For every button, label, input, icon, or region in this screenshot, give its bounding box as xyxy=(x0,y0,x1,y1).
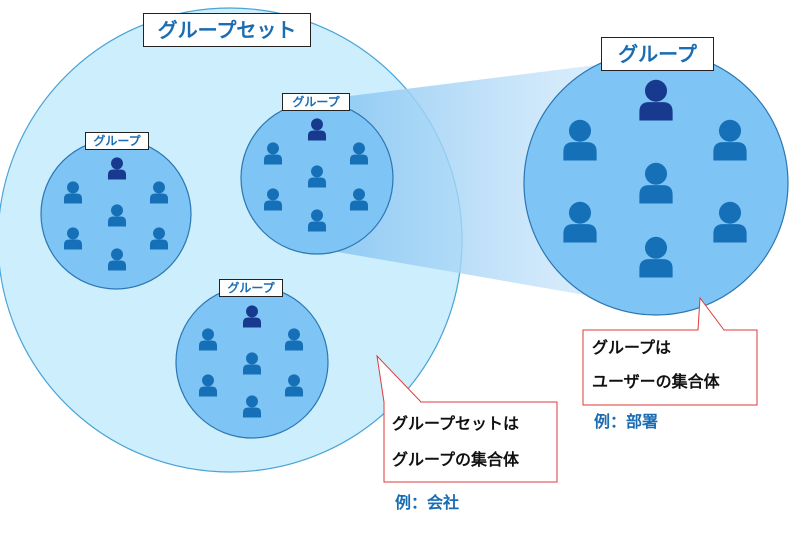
group-zoom-label: グループ xyxy=(601,37,714,71)
groupset-label: グループセット xyxy=(143,13,311,47)
callout-groupset-line2: グループの集合体 xyxy=(392,450,520,469)
callout-group-line1: グループは xyxy=(592,338,672,357)
callout-group-box xyxy=(582,296,758,406)
callout-group-example: 例：部署 xyxy=(594,412,659,431)
callout-groupset-example: 例：会社 xyxy=(395,493,460,512)
callout-group-line2: ユーザーの集合体 xyxy=(592,372,720,391)
group-label-bottom: グループ xyxy=(219,279,283,297)
group-label-left: グループ xyxy=(85,132,149,150)
group-label-top: グループ xyxy=(282,93,350,111)
callout-groupset-line1: グループセットは xyxy=(392,414,520,433)
callout-groupset-box xyxy=(376,354,558,483)
